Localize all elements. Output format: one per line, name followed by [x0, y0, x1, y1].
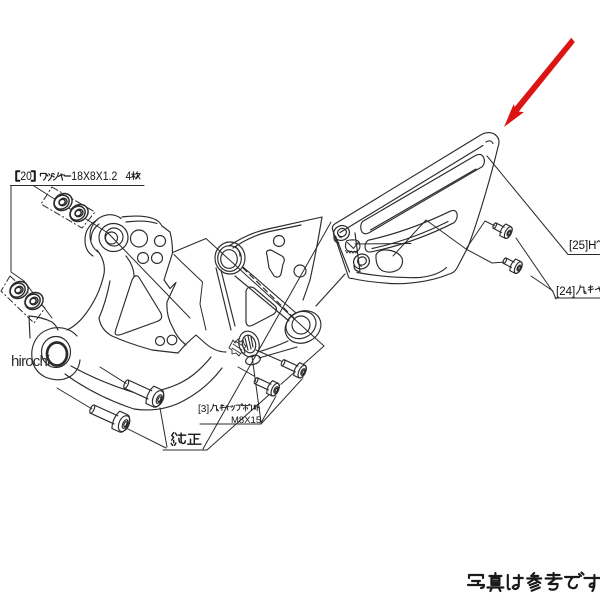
- svg-text:M8X15: M8X15: [231, 415, 261, 426]
- svg-text:4: 4: [126, 169, 132, 183]
- svg-text:[3]: [3]: [198, 404, 209, 415]
- svg-text:[25]H: [25]H: [569, 240, 597, 252]
- svg-text:20: 20: [20, 169, 31, 183]
- svg-text:[24]: [24]: [556, 286, 575, 298]
- svg-text:18X8X1.2: 18X8X1.2: [71, 169, 117, 183]
